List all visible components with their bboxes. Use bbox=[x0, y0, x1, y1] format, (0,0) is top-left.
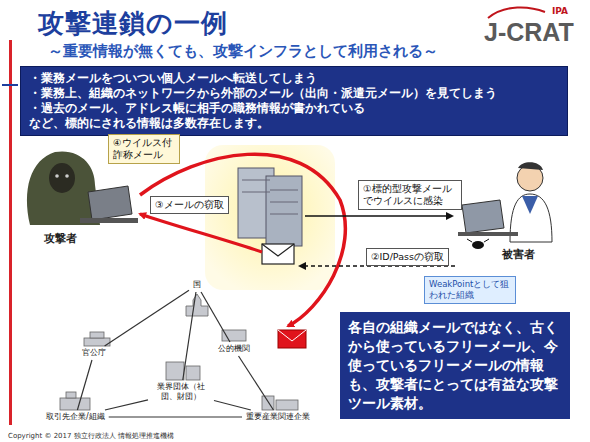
node-text: 重要産業関連企業 bbox=[246, 412, 310, 422]
network-link bbox=[105, 400, 148, 410]
org-label: 国 bbox=[191, 280, 203, 290]
red-envelope bbox=[278, 330, 306, 348]
node-text: ・業務メールをついつい個人メールへ転送してしまう bbox=[29, 71, 559, 86]
mail-envelope bbox=[262, 244, 294, 264]
node-text: WeakPointとして狙われた組織 bbox=[429, 279, 511, 301]
node-text: ・業務上、組織のネットワークから外部のメール（出向・派遣元メール）を見てしまう bbox=[29, 86, 559, 101]
fraud-mail-arrow bbox=[140, 154, 345, 326]
network-link bbox=[77, 360, 92, 410]
theft-arrow bbox=[140, 214, 262, 252]
note-panel: 各自の組織メールではなく、古くから使っているフリーメール、今使っているフリーメー… bbox=[340, 312, 570, 419]
org-label: 公的機関 bbox=[216, 344, 252, 354]
org-label: 重要産業関連企業 bbox=[244, 412, 312, 422]
step-tag: ③メールの窃取 bbox=[150, 196, 229, 214]
node-text: 業界団体（社団、財団） bbox=[152, 382, 210, 402]
node-text: ・過去のメール、アドレス帳に相手の職務情報が書かれている bbox=[29, 101, 559, 116]
tick-mark bbox=[2, 84, 18, 86]
org-callout: WeakPointとして狙われた組織 bbox=[424, 276, 516, 304]
network-link bbox=[105, 290, 189, 346]
title: 攻撃連鎖の一例 bbox=[38, 6, 228, 41]
network-link bbox=[183, 292, 196, 380]
step-tag: ①標的型攻撃メールでウイルスに感染 bbox=[358, 180, 462, 210]
copyright: Copyright © 2017 独立行政法人 情報処理推進機構 bbox=[8, 431, 174, 441]
node-text: 取引先企業/組織 bbox=[46, 412, 105, 422]
node-text: 各自の組織メールではなく、古くから使っているフリーメール、今使っているフリーメー… bbox=[348, 318, 562, 413]
node-text: ①標的型攻撃メールでウイルスに感染 bbox=[363, 183, 457, 207]
node-text: ④ウイルス付詐称メール bbox=[113, 137, 175, 161]
server-glow bbox=[205, 145, 335, 290]
org-label: 取引先企業/組織 bbox=[44, 412, 107, 422]
network-link bbox=[201, 292, 230, 342]
step-tag: ②ID/Passの窃取 bbox=[366, 248, 449, 266]
logo-swoosh bbox=[488, 7, 545, 18]
node-text: 国 bbox=[193, 280, 201, 290]
logo-text: J-CRAT bbox=[484, 18, 574, 47]
network-link bbox=[109, 416, 242, 417]
node-text: ②ID/Passの窃取 bbox=[371, 251, 444, 263]
step-tag: ④ウイルス付詐称メール bbox=[108, 134, 180, 164]
org-label: 業界団体（社団、財団） bbox=[150, 382, 212, 402]
building-icons bbox=[60, 294, 298, 410]
network-link bbox=[239, 356, 274, 410]
network-link bbox=[214, 401, 251, 410]
victim-label: 被害者 bbox=[502, 247, 535, 262]
subtitle: ～重要情報が無くても、攻撃インフラとして利用される～ bbox=[48, 42, 438, 61]
node-text: 公的機関 bbox=[218, 344, 250, 354]
victim-figure bbox=[458, 162, 552, 249]
org-label: 官公庁 bbox=[80, 348, 108, 358]
logo-mark: IPA bbox=[552, 6, 568, 16]
attacker-label: 攻撃者 bbox=[44, 231, 77, 246]
server-icon bbox=[238, 168, 302, 246]
side-bar bbox=[9, 40, 12, 425]
infection-arrow bbox=[305, 215, 452, 217]
info-panel: ・業務メールをついつい個人メールへ転送してしまう・業務上、組織のネットワークから… bbox=[20, 66, 568, 136]
node-text: ③メールの窃取 bbox=[155, 199, 224, 211]
node-text: など、標的にされる情報は多数存在します。 bbox=[29, 116, 559, 131]
node-text: 官公庁 bbox=[82, 348, 106, 358]
